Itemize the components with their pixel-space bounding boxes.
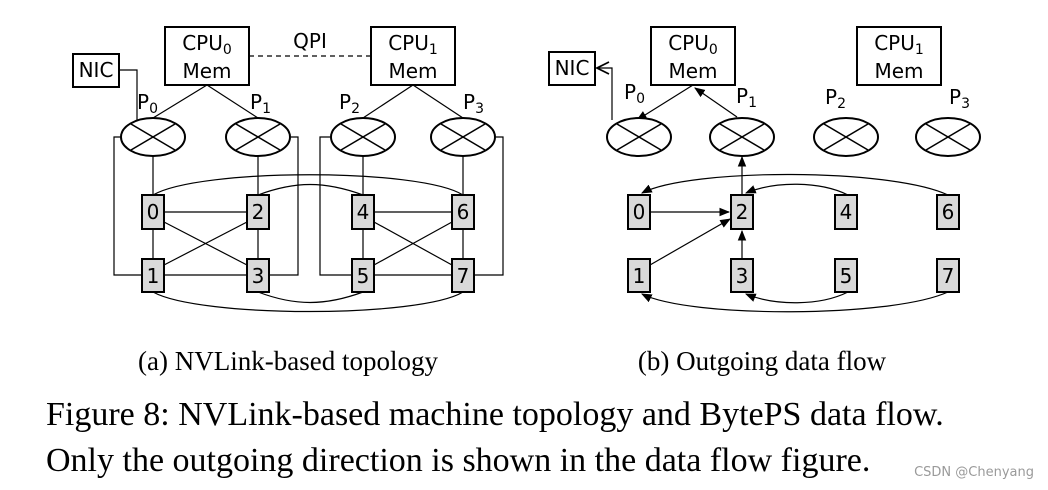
a-switch-p1	[225, 117, 291, 157]
b-switch-p3	[915, 117, 981, 157]
a-cpu0-mem: Mem	[182, 59, 231, 83]
b-nic-box: NIC	[548, 51, 596, 86]
figure-caption-line-2: Only the outgoing direction is shown in …	[46, 442, 871, 479]
b-gpu-7-label: 7	[942, 264, 955, 288]
a-gpu-4-label: 4	[357, 200, 370, 224]
a-pcie-switches: P0 P1 P2 P3	[120, 90, 496, 157]
a-cpu0-label: CPU0	[182, 31, 232, 58]
b-switch-p2-label: P2	[825, 85, 846, 112]
watermark: CSDN @Chenyang	[914, 465, 1034, 480]
a-nic-label: NIC	[79, 58, 114, 82]
a-cpu1-mem: Mem	[388, 59, 437, 83]
b-switch-p1	[709, 117, 775, 157]
a-gpus: 0 1 2 3 4 5 6	[141, 194, 475, 293]
a-gpu-4: 4	[351, 194, 375, 230]
b-gpu-0-label: 0	[633, 200, 646, 224]
b-gpu-4: 4	[834, 194, 858, 230]
a-qpi-label: QPI	[293, 29, 327, 53]
a-switch-p0-label: P0	[137, 90, 158, 117]
b-cpu0-mem: Mem	[668, 59, 717, 83]
b-switch-p3-label: P3	[949, 85, 970, 112]
b-gpu-1: 1	[627, 258, 651, 293]
b-gpu-2: 2	[730, 194, 754, 230]
a-switch-p3	[430, 117, 496, 157]
a-gpu-6-label: 6	[457, 200, 470, 224]
a-cpu0-box: CPU0 Mem	[164, 26, 250, 86]
a-switch-p3-label: P3	[463, 90, 484, 117]
b-cpu1-label: CPU1	[874, 31, 924, 58]
b-gpu-3-label: 3	[736, 264, 749, 288]
b-cpu0-box: CPU0 Mem	[650, 26, 736, 86]
a-switch-p2	[330, 117, 396, 157]
a-gpu-2: 2	[246, 194, 270, 230]
b-gpu-0: 0	[627, 194, 651, 230]
figure-caption-line-1: Figure 8: NVLink-based machine topology …	[46, 396, 944, 433]
b-switch-p0-label: P0	[624, 80, 645, 107]
b-switch-p2	[813, 117, 879, 157]
b-cpu0-label: CPU0	[668, 31, 718, 58]
a-gpu-5: 5	[351, 258, 375, 293]
subfigure-b: CPU0 Mem CPU1 Mem NIC	[548, 26, 981, 376]
a-gpu-7-label: 7	[457, 264, 470, 288]
a-gpu-3-label: 3	[252, 264, 265, 288]
a-gpu-0: 0	[141, 194, 165, 230]
a-gpu-1: 1	[141, 258, 165, 293]
a-gpu-1-label: 1	[147, 264, 160, 288]
b-pcie-switches: P0 P1 P2 P3	[606, 80, 981, 157]
b-gpu-6: 6	[936, 194, 960, 230]
a-gpu-6: 6	[451, 194, 475, 230]
a-switch-p1-label: P1	[250, 90, 271, 117]
b-cpu1-box: CPU1 Mem	[856, 26, 942, 86]
subfigure-a: CPU0 Mem CPU1 Mem QPI NIC	[72, 26, 504, 376]
b-gpu-7: 7	[936, 258, 960, 293]
b-switch-p0	[606, 117, 672, 157]
a-nic-box: NIC	[72, 53, 120, 88]
b-gpu-4-label: 4	[840, 200, 853, 224]
b-gpu-6-label: 6	[942, 200, 955, 224]
b-nic-label: NIC	[555, 56, 590, 80]
b-gpu-2-label: 2	[736, 200, 749, 224]
a-gpu-5-label: 5	[357, 264, 370, 288]
a-gpu-2-label: 2	[252, 200, 265, 224]
a-gpu-3: 3	[246, 258, 270, 293]
b-gpu-1-label: 1	[633, 264, 646, 288]
a-cpu1-label: CPU1	[388, 31, 438, 58]
b-cpu1-mem: Mem	[874, 59, 923, 83]
b-gpus: 0 1 2 3 4 5 6	[627, 194, 960, 293]
b-switch-p1-label: P1	[736, 84, 757, 111]
a-cpu1-box: CPU1 Mem	[370, 26, 456, 86]
b-gpu-5-label: 5	[840, 264, 853, 288]
b-gpu-3: 3	[730, 258, 754, 293]
b-gpu-5: 5	[834, 258, 858, 293]
a-gpu-7: 7	[451, 258, 475, 293]
a-switch-p0	[120, 117, 186, 157]
b-caption: (b) Outgoing data flow	[638, 346, 887, 376]
a-caption: (a) NVLink-based topology	[138, 346, 438, 376]
b-flow-links	[597, 68, 949, 313]
a-links	[113, 69, 504, 313]
a-gpu-0-label: 0	[147, 200, 160, 224]
a-switch-p2-label: P2	[339, 90, 360, 117]
